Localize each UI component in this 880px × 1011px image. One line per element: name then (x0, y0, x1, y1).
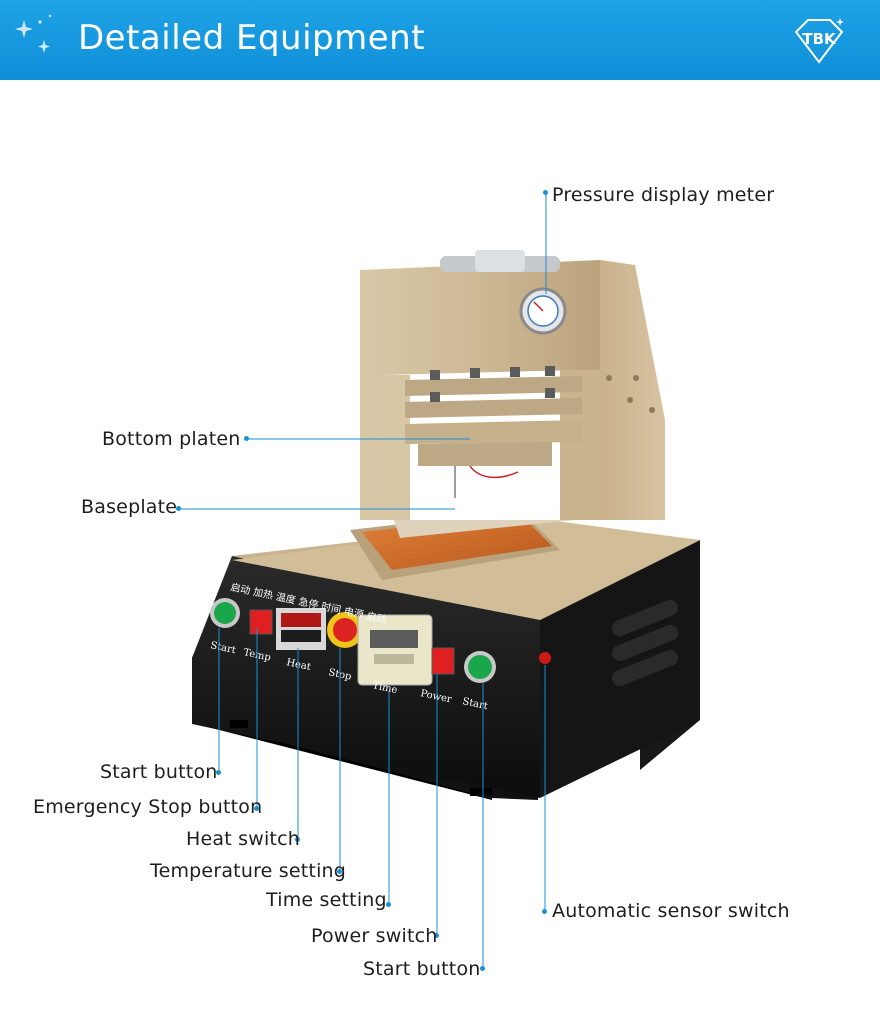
diamond-logo-icon (794, 18, 844, 64)
automatic-sensor (539, 652, 551, 664)
label-automatic-sensor-switch: Automatic sensor switch (552, 900, 790, 922)
label-pressure-display-meter: Pressure display meter (552, 184, 775, 206)
label-baseplate: Baseplate (81, 496, 178, 518)
power-switch (431, 647, 455, 675)
label-bottom-platen: Bottom platen (102, 428, 241, 450)
mark-start-left: Start (209, 640, 236, 656)
label-time-setting: Time setting (266, 889, 387, 911)
label-start-button-left: Start button (100, 761, 218, 783)
callout-dot (176, 506, 181, 511)
callout-dot (480, 966, 485, 971)
label-temperature-setting: Temperature setting (150, 860, 347, 882)
callout-dot (337, 869, 342, 874)
logo-text: TBK (802, 30, 836, 48)
bottom-platen (405, 420, 582, 444)
mark-time: Time (371, 680, 398, 696)
callout-dot (543, 190, 548, 195)
tbk-logo: TBK (788, 16, 850, 68)
callout-lines (179, 192, 547, 968)
header-banner: Detailed Equipment TBK (0, 0, 880, 80)
label-heat-switch: Heat switch (186, 828, 300, 850)
time-controller (357, 614, 433, 686)
callout-dot (386, 902, 391, 907)
callout-dot (216, 770, 221, 775)
sparkle-icon (15, 14, 52, 53)
label-emergency-stop-button: Emergency Stop button (33, 796, 263, 818)
page-title: Detailed Equipment (78, 18, 426, 58)
callout-dot (295, 837, 300, 842)
callout-dot (244, 436, 249, 441)
mark-heat: Heat (285, 657, 311, 673)
callout-dot (434, 933, 439, 938)
label-start-button-right: Start button (363, 958, 481, 980)
mark-start-right: Start (461, 696, 488, 712)
label-power-switch: Power switch (311, 925, 438, 947)
machine-illustration: Start Temp Heat Stop Time Power Start 启动… (179, 192, 700, 968)
heat-switch (249, 609, 273, 635)
callout-dot (254, 806, 259, 811)
callout-dot (542, 909, 547, 914)
upper-frame-side (600, 260, 665, 520)
